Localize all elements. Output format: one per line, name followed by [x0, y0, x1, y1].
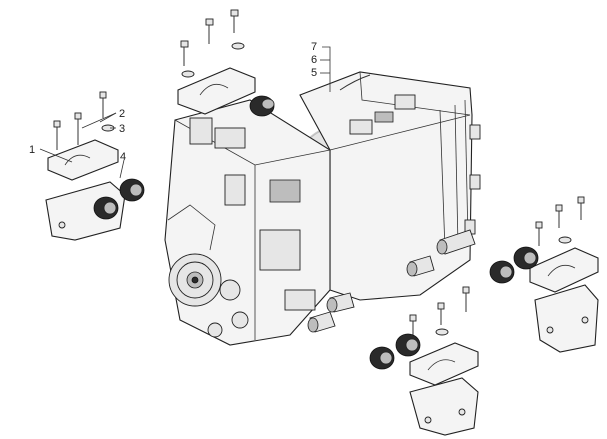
- transmission-housing: [164, 71, 481, 346]
- rubber-bushing-bottom-1: [369, 346, 395, 370]
- bolt-bottom-3: [462, 286, 470, 312]
- callout-6: 6: [311, 54, 317, 66]
- rubber-bushing-bottom-2: [395, 333, 421, 357]
- rubber-bushing-right-1: [489, 260, 515, 284]
- callout-2: 2: [119, 108, 125, 120]
- output-shaft-right: [436, 229, 476, 255]
- callout-7: 7: [311, 41, 317, 53]
- bolt-right-1: [535, 221, 543, 246]
- left-mount-assembly: [45, 91, 145, 241]
- bolt-left-3: [99, 91, 107, 118]
- callout-3: 3: [119, 123, 125, 135]
- bolt-left-2: [74, 112, 82, 145]
- bearing-cap-left: [47, 139, 119, 181]
- callout-4: 4: [120, 151, 126, 163]
- right-mount-assembly: [489, 196, 599, 353]
- bolt-right-2: [555, 204, 563, 228]
- bolt-top-1: [180, 40, 189, 66]
- bolt-right-3: [577, 196, 585, 220]
- output-shaft-right-lower: [406, 255, 435, 277]
- bottom-mount-assembly: [369, 286, 479, 436]
- top-mount-assembly: [177, 9, 256, 115]
- output-shaft-mid: [326, 292, 355, 313]
- leader-lines: [39, 46, 331, 179]
- rubber-bushing-left-1: [93, 196, 119, 220]
- mount-bracket-bottom: [409, 377, 479, 436]
- mount-bracket-left: [45, 181, 126, 241]
- mount-bracket-right: [534, 284, 599, 353]
- bolt-left-1: [53, 120, 61, 150]
- bearing-cap-bottom: [409, 342, 479, 386]
- bolt-top-3: [230, 9, 239, 33]
- rubber-bushing-right-2: [513, 246, 539, 270]
- bolt-bottom-1: [409, 314, 417, 336]
- washer-top: [231, 42, 245, 50]
- callout-5: 5: [311, 67, 317, 79]
- output-shaft-lower: [307, 311, 336, 333]
- callout-1: 1: [29, 144, 35, 156]
- callout-labels: 1 2 3 4 5 6 7: [29, 41, 317, 163]
- bearing-cap-right: [529, 247, 599, 293]
- bolt-bottom-2: [437, 302, 445, 325]
- bolt-top-2: [205, 18, 214, 44]
- bearing-cap-top: [177, 67, 256, 115]
- rubber-bushing-left-2: [119, 178, 145, 202]
